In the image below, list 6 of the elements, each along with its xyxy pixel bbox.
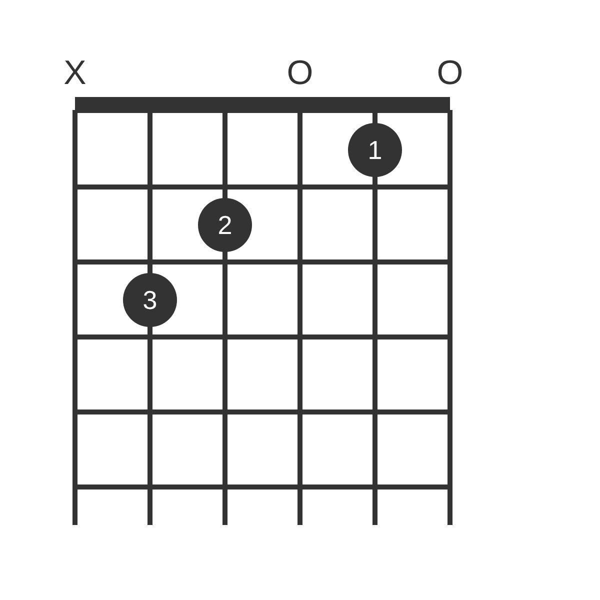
string-marker: O — [436, 54, 464, 92]
finger-number: 3 — [142, 285, 158, 315]
finger-number: 2 — [218, 210, 232, 240]
string-marker: X — [64, 54, 86, 92]
finger-number: 1 — [368, 135, 382, 165]
string-marker: O — [286, 54, 314, 92]
